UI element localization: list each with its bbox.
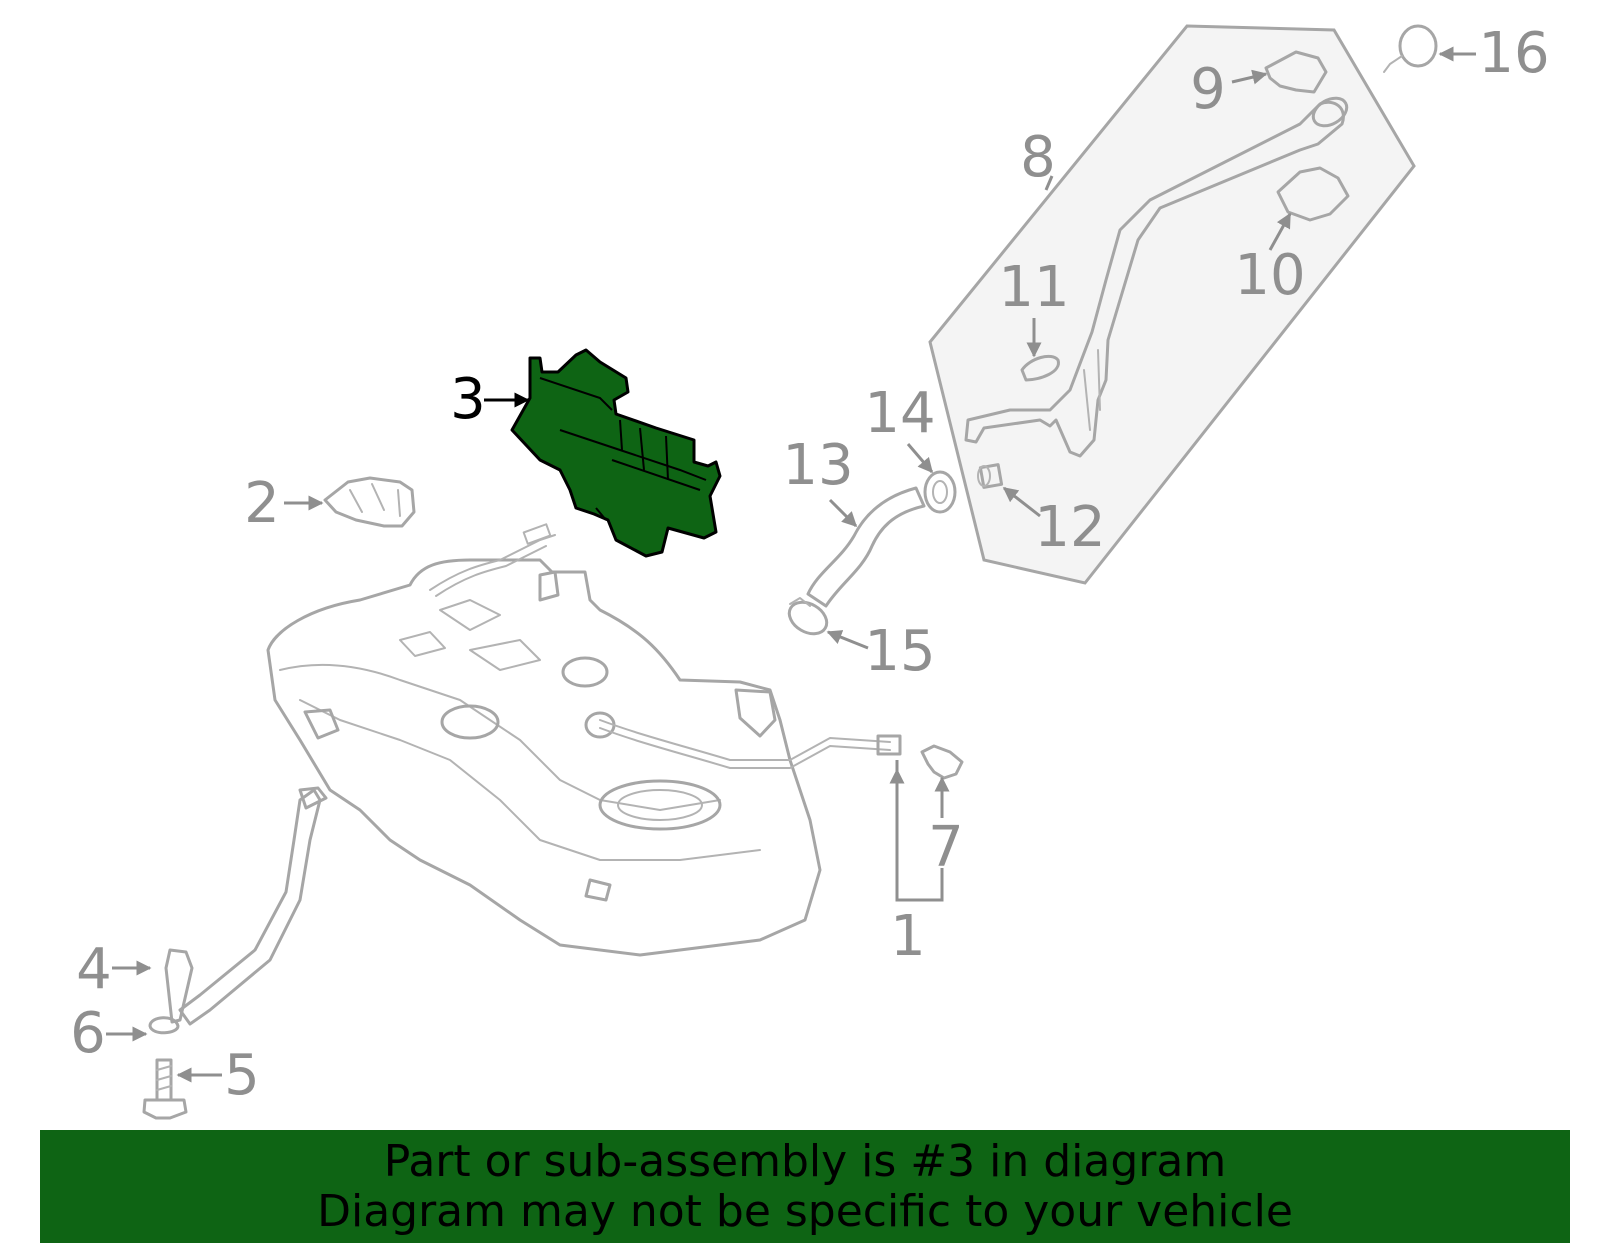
info-banner: Part or sub-assembly is #3 in diagram Di… <box>40 1130 1570 1243</box>
filler-assembly-outline <box>928 24 1416 585</box>
callout-16: 16 <box>1478 21 1549 86</box>
leader-9 <box>1231 69 1268 85</box>
callout-12: 12 <box>1034 495 1105 560</box>
leader-10 <box>1268 212 1292 251</box>
callout-7: 7 <box>928 815 964 880</box>
callout-9: 9 <box>1190 57 1226 122</box>
bracket-part-9 <box>1264 50 1328 94</box>
gasket-part-14 <box>923 470 957 514</box>
heat-shield-part-3 <box>510 348 722 558</box>
callout-labels: 1 2 3 4 5 6 7 8 9 10 11 12 13 14 15 16 <box>70 21 1549 1108</box>
nut-part-6 <box>148 1016 180 1035</box>
callout-leaders <box>106 46 1476 1083</box>
callout-2: 2 <box>244 471 280 536</box>
leader-12 <box>1002 486 1041 518</box>
parts-diagram: 1 2 3 4 5 6 7 8 9 10 11 12 13 14 15 16 <box>70 21 1550 1120</box>
callout-13: 13 <box>782 433 853 498</box>
banner-line-1: Part or sub-assembly is #3 in diagram <box>383 1135 1227 1187</box>
callout-15: 15 <box>864 619 935 684</box>
callout-8: 8 <box>1020 125 1056 190</box>
bracket-part-10 <box>1276 166 1350 222</box>
bolt-part-5 <box>142 1058 188 1120</box>
callout-11: 11 <box>998 255 1069 320</box>
filler-neck-part-8 <box>964 96 1349 458</box>
hose-part-13 <box>806 486 926 608</box>
clamp-part-15 <box>787 597 829 636</box>
leader-14 <box>906 443 934 474</box>
heat-shield-details <box>539 377 707 521</box>
fuel-tank <box>266 523 902 957</box>
callout-4: 4 <box>76 937 112 1002</box>
bracket-part-2 <box>323 476 416 528</box>
callout-5: 5 <box>224 1043 260 1108</box>
leader-15 <box>826 630 869 650</box>
leader-13 <box>828 498 858 528</box>
callout-14: 14 <box>864 381 935 446</box>
sleeve-part-12 <box>977 463 1004 489</box>
banner-line-2: Diagram may not be specific to your vehi… <box>317 1185 1293 1237</box>
callout-10: 10 <box>1234 243 1305 308</box>
cap-part-16 <box>1383 24 1438 73</box>
callout-6: 6 <box>70 1001 106 1066</box>
clip-part-7 <box>920 744 964 780</box>
callout-3: 3 <box>450 367 486 432</box>
strap-part-4 <box>164 786 328 1026</box>
seal-part-11 <box>1020 354 1060 382</box>
callout-1: 1 <box>890 904 926 969</box>
leader-8 <box>1044 175 1054 191</box>
leader-1-bracket <box>895 760 944 902</box>
